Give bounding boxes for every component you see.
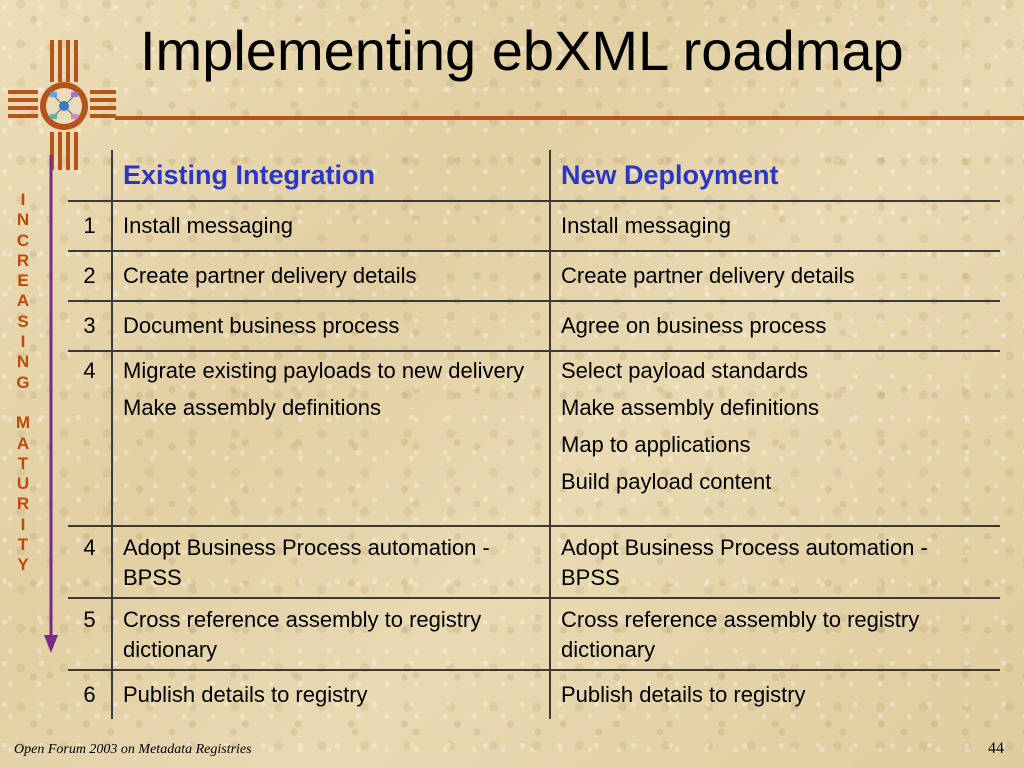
maturity-letter <box>21 393 26 413</box>
roadmap-table: Existing Integration New Deployment 1 Ins… <box>68 150 1000 719</box>
table-row: 4 Adopt Business Process automation - BPS… <box>68 526 1000 598</box>
existing-integration-cell: Install messaging <box>111 201 550 251</box>
new-deployment-cell: Install messaging <box>549 201 1000 251</box>
cell-text: Adopt Business Process automation - BPSS <box>123 535 490 590</box>
cell-text: Publish details to registry <box>561 682 806 707</box>
new-deployment-cell: Publish details to registry <box>549 670 1000 719</box>
cell-text: Install messaging <box>123 213 293 238</box>
cell-text: Cross reference assembly to registry dic… <box>561 607 920 662</box>
step-number: 6 <box>83 682 96 707</box>
new-deployment-cell: Cross reference assembly to registry dic… <box>549 598 1000 670</box>
cell-text: Create partner delivery details <box>123 263 417 288</box>
cell-text: Publish details to registry <box>123 682 368 707</box>
maturity-down-arrow-icon <box>44 155 58 653</box>
header-new-deployment: New Deployment <box>549 150 1000 201</box>
cell-text: Build payload content <box>561 469 772 494</box>
cell-text: Map to applications <box>561 432 751 457</box>
header-existing-integration: Existing Integration <box>111 150 550 201</box>
new-deployment-cell: Adopt Business Process automation - BPSS <box>549 526 1000 598</box>
cell-text: Migrate existing payloads to new deliver… <box>123 358 525 383</box>
maturity-letter: S <box>17 311 29 331</box>
cell-text: Make assembly definitions <box>123 395 382 420</box>
maturity-letter: A <box>16 433 30 453</box>
maturity-letter: Y <box>17 555 29 575</box>
maturity-letter: U <box>16 474 30 494</box>
maturity-letter: A <box>16 291 30 311</box>
cell-text: Create partner delivery details <box>561 263 855 288</box>
header-step <box>68 150 112 201</box>
cell-text: Select payload standards <box>561 358 809 383</box>
cell-text: Adopt Business Process automation - BPSS <box>561 535 928 590</box>
page-number: 44 <box>988 740 1004 757</box>
cell-text: Cross reference assembly to registry dic… <box>123 607 482 662</box>
step-number: 5 <box>83 607 96 632</box>
page-title: Implementing ebXML roadmap <box>140 19 904 82</box>
new-deployment-cell: Create partner delivery details <box>549 251 1000 301</box>
title-divider <box>115 116 1024 120</box>
cell-text: Install messaging <box>561 213 731 238</box>
maturity-letter: E <box>17 271 29 291</box>
step-number: 2 <box>83 263 96 288</box>
maturity-letter: I <box>20 514 26 534</box>
existing-integration-cell: Document business process <box>111 301 550 351</box>
cell-text: Document business process <box>123 313 400 338</box>
step-number: 4 <box>83 358 96 383</box>
table-row: 5 Cross reference assembly to registry di… <box>68 598 1000 670</box>
table-row: 1 Install messaging Install messaging <box>68 201 1000 251</box>
footer-text: Open Forum 2003 on Metadata Registries <box>14 742 252 757</box>
maturity-letter: G <box>16 372 30 392</box>
step-number: 3 <box>83 313 96 338</box>
existing-integration-cell: Adopt Business Process automation - BPSS <box>111 526 550 598</box>
table-row: 2 Create partner delivery details Create p… <box>68 251 1000 301</box>
maturity-letter: M <box>15 413 31 433</box>
table-row: 3 Document business process Agree on busin… <box>68 301 1000 351</box>
maturity-letter: N <box>16 210 30 230</box>
cell-text: Make assembly definitions <box>561 395 820 420</box>
step-number: 1 <box>83 213 96 238</box>
maturity-letter: T <box>17 453 29 473</box>
maturity-letter: R <box>16 494 30 514</box>
step-number: 4 <box>83 535 96 560</box>
maturity-letter: I <box>20 332 26 352</box>
existing-integration-cell: Create partner delivery details <box>111 251 550 301</box>
existing-integration-cell: Publish details to registry <box>111 670 550 719</box>
cell-text: Agree on business process <box>561 313 827 338</box>
existing-integration-cell: Migrate existing payloads to new deliver… <box>111 351 550 526</box>
table-row: 6 Publish details to registry Publish deta… <box>68 670 1000 719</box>
table-header-row: Existing Integration New Deployment <box>68 150 1000 201</box>
maturity-letter: I <box>20 190 26 209</box>
table-row: 4 Migrate existing payloads to new delive… <box>68 351 1000 526</box>
maturity-letter: N <box>16 352 30 372</box>
maturity-letter: C <box>16 230 30 250</box>
new-deployment-cell: Agree on business process <box>549 301 1000 351</box>
maturity-letter: R <box>16 250 30 270</box>
zia-sun-logo <box>8 40 116 170</box>
maturity-letter: T <box>17 535 29 555</box>
existing-integration-cell: Cross reference assembly to registry dic… <box>111 598 550 670</box>
